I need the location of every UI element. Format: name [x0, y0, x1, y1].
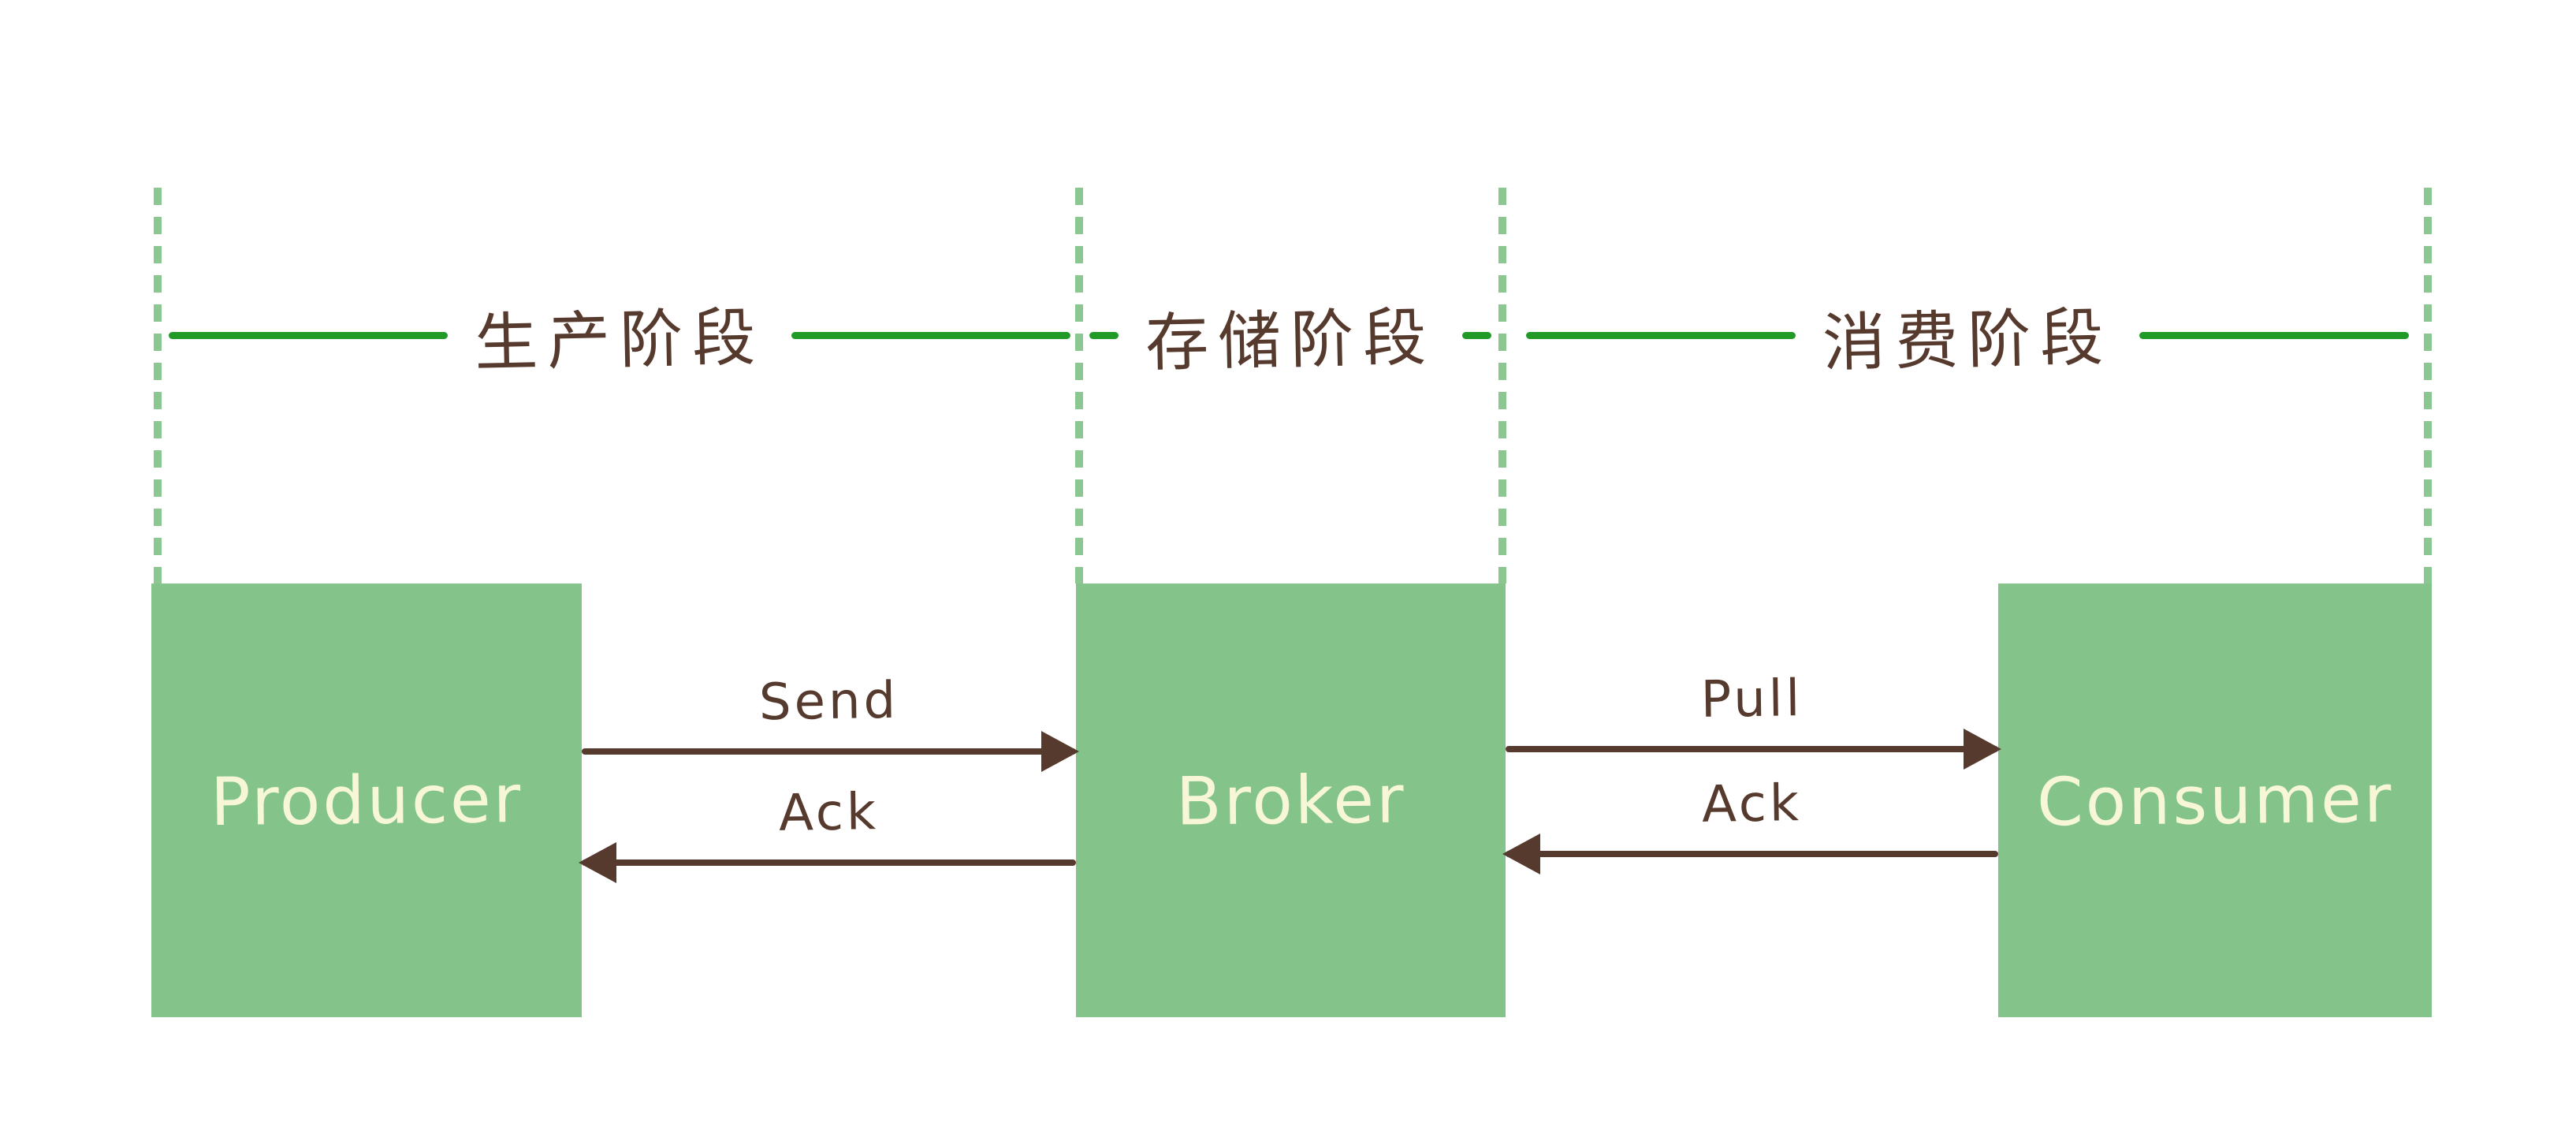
phase-label-storage: 存储阶段: [1145, 300, 1437, 380]
arrow-ack-label: Ack: [1701, 774, 1803, 834]
arrowhead-left-icon: [1502, 833, 1540, 874]
arrow-shaft: [1506, 851, 1998, 857]
phase-line-left: [1089, 331, 1119, 339]
node-consumer: Consumer: [1998, 584, 2432, 1017]
phase-line-right: [2139, 331, 2409, 339]
arrowhead-right-icon: [1964, 729, 2001, 770]
lifeline-producer-left: [154, 188, 162, 584]
phase-label-production: 生产阶段: [474, 300, 766, 380]
arrow-shaft: [582, 859, 1076, 866]
arrow-ack-label: Ack: [778, 783, 880, 843]
phase-line-left: [1526, 331, 1796, 339]
phase-label-consumption: 消费阶段: [1822, 300, 2114, 380]
arrow-pull-label: Pull: [1700, 669, 1804, 729]
node-producer: Producer: [151, 584, 582, 1017]
node-consumer-label: Consumer: [2036, 759, 2394, 841]
lifeline-consumer-right: [2424, 188, 2432, 798]
lifeline-broker-left: [1075, 188, 1083, 584]
phase-line-right: [1462, 331, 1491, 339]
arrowhead-left-icon: [579, 842, 616, 883]
phase-line-left: [169, 331, 448, 339]
arrow-shaft: [1506, 746, 1998, 752]
phase-line-right: [791, 331, 1070, 339]
node-broker-label: Broker: [1175, 760, 1406, 841]
arrow-send-label: Send: [758, 671, 899, 733]
node-producer-label: Producer: [210, 759, 523, 841]
arrow-shaft: [582, 748, 1076, 755]
arrowhead-right-icon: [1041, 731, 1079, 772]
phase-consumption: 消费阶段: [1526, 300, 2409, 380]
phase-storage: 存储阶段: [1089, 300, 1491, 380]
node-broker: Broker: [1076, 584, 1506, 1017]
phase-production: 生产阶段: [169, 300, 1070, 380]
lifeline-broker-right: [1498, 188, 1506, 584]
